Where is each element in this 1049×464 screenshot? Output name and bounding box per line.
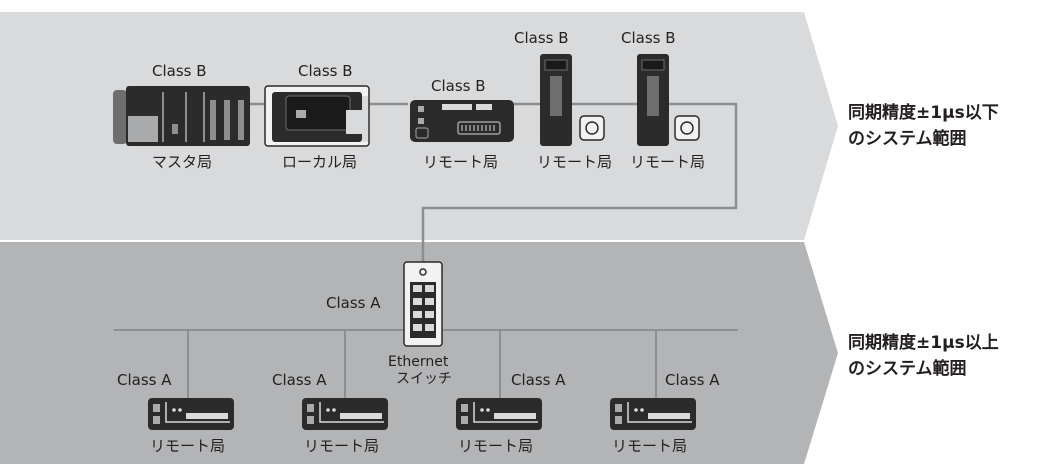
remote3-station-label: リモート局: [630, 155, 705, 170]
lower-zone-caption-line1: 同期精度±1μs以上: [848, 330, 999, 356]
lower-zone-caption: 同期精度±1μs以上 のシステム範囲: [848, 330, 999, 382]
lower-remote1-class-label: Class A: [117, 373, 172, 388]
master-class-label: Class B: [152, 64, 207, 79]
lower-remote2-station-label: リモート局: [304, 439, 379, 454]
upper-zone-caption-line2: のシステム範囲: [848, 126, 999, 152]
lower-zone-caption-line2: のシステム範囲: [848, 356, 999, 382]
local-class-label: Class B: [298, 64, 353, 79]
lower-remote-device-2: [302, 398, 388, 430]
lower-remote3-class-label: Class A: [511, 373, 566, 388]
remote3-class-label: Class B: [621, 31, 676, 46]
lower-remote-device-3: [456, 398, 542, 430]
remote1-class-label: Class B: [431, 79, 486, 94]
ethernet-switch-device: [404, 262, 442, 346]
remote1-station-label: リモート局: [423, 155, 498, 170]
lower-remote2-class-label: Class A: [272, 373, 327, 388]
switch-class-label: Class A: [326, 296, 381, 311]
switch-name-line1: Ethernet: [388, 355, 448, 369]
lower-remote4-station-label: リモート局: [612, 439, 687, 454]
lower-remote-device-1: [148, 398, 234, 430]
local-station-device: [265, 86, 369, 146]
upper-zone-caption: 同期精度±1μs以下 のシステム範囲: [848, 100, 999, 152]
remote2-station-label: リモート局: [537, 155, 612, 170]
remote2-class-label: Class B: [514, 31, 569, 46]
upper-zone-caption-line1: 同期精度±1μs以下: [848, 100, 999, 126]
switch-name-line2: スイッチ: [396, 372, 452, 386]
local-station-label: ローカル局: [282, 155, 357, 170]
lower-remote4-class-label: Class A: [665, 373, 720, 388]
lower-remote-device-4: [610, 398, 696, 430]
master-station-device: [113, 86, 250, 146]
remote-station-1-device: [410, 100, 514, 142]
lower-remote3-station-label: リモート局: [458, 439, 533, 454]
master-station-label: マスタ局: [152, 155, 212, 170]
lower-remote1-station-label: リモート局: [150, 439, 225, 454]
